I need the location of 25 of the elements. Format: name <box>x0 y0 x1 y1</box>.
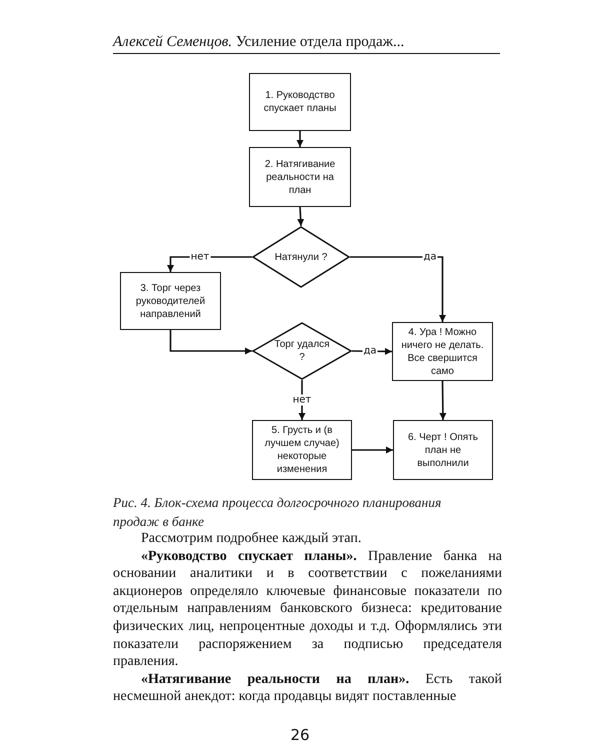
edge-label: нет <box>190 252 210 262</box>
process-box: 5. Грусть и (в лучшем случае) некоторые изменения <box>252 420 352 480</box>
paragraph: «Натягивание реальности на план». Есть такой несмешной анекдот: когда продавцы видят поставленные <box>113 670 502 706</box>
arrow <box>350 256 446 322</box>
arrow <box>439 380 446 420</box>
arrow <box>296 131 304 147</box>
process-box: 6. Черт ! Опять план не выполнили <box>393 420 493 480</box>
process-box: 2. Натягивание реальности на план <box>249 147 351 207</box>
arrow <box>170 330 252 354</box>
decision-diamond: Натянули ? <box>252 226 350 288</box>
figure-caption: Рис. 4. Блок-схема процесса долгосрочного планирования продаж в банке <box>113 494 442 531</box>
paragraph: Рассмотрим подробнее каждый этап. <box>140 530 362 548</box>
arrow <box>167 256 252 272</box>
process-box: 4. Ура ! Можно ничего не делать. Все свершится само <box>392 322 493 381</box>
paragraph: «Руководство спускает планы». Правление банка на основании аналитики и в соответствии с пожеланиями акционеров определяло ключевые финансовые показатели по отдельным направлениям банковского бизнеса: кредитование физических лиц, непроцентные доходы и т.д. Оформлялись эти показатели распоряжением за подписью председателя правления. <box>113 548 502 671</box>
edge-label: нет <box>292 394 312 406</box>
edge-label: да <box>362 346 378 356</box>
decision-diamond: Торг удался ? <box>252 322 352 380</box>
process-box: 3. Торг через руководителей направлений <box>120 272 221 330</box>
edge-label: да <box>422 252 438 262</box>
page-number: 26 <box>289 726 311 744</box>
arrow <box>352 446 393 454</box>
arrow <box>297 206 304 226</box>
running-head: Алексей Семенцов. Усиление отдела продаж... <box>113 34 500 54</box>
process-box: 1. Руководство спускает планы <box>249 73 351 131</box>
